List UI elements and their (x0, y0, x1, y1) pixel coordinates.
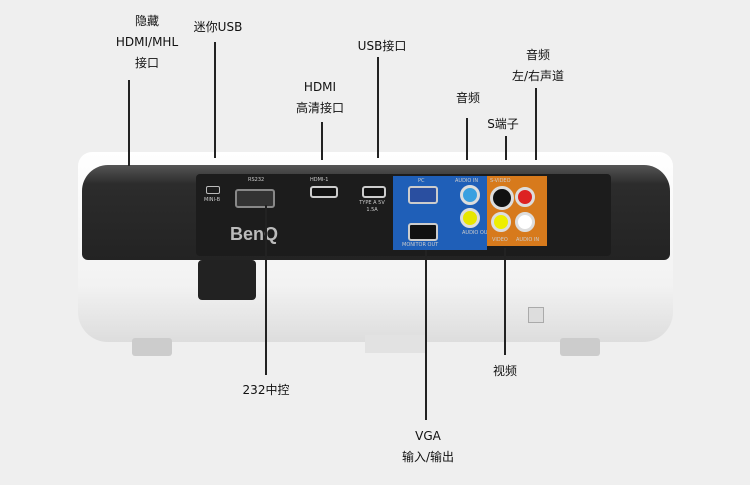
audio-lr-label: 音频 左/右声道 (512, 45, 564, 87)
audio-in-jack (460, 185, 480, 205)
video-text: VIDEO (492, 237, 508, 243)
s-video-port (490, 186, 514, 210)
label-line: VGA (415, 429, 441, 443)
left-foot (132, 338, 172, 356)
hdmi-port (310, 186, 338, 198)
mini-usb-port (206, 186, 220, 194)
video-jack (491, 212, 511, 232)
s-video-text: S-VIDEO (490, 178, 511, 184)
callout-line (128, 80, 130, 166)
audio-out-jack (460, 208, 480, 228)
audio-l-jack (515, 212, 535, 232)
usb-port (362, 186, 386, 198)
rs232-label: 232中控 (242, 383, 290, 397)
monitor-out-text: MONITOR OUT (402, 242, 439, 248)
type-a-text: TYPE A 5V 1.5A (359, 200, 385, 213)
label-line: 输入/输出 (401, 450, 455, 464)
callout-line (505, 136, 507, 160)
audio-label: 音频 (455, 91, 481, 105)
label-line: 接口 (134, 56, 160, 70)
rs232-text: RS232 (248, 177, 265, 183)
callout-line (535, 88, 537, 160)
callout-line (504, 248, 506, 355)
label-line: 左/右声道 (511, 69, 565, 83)
audio-r-jack (515, 187, 535, 207)
audio-in-text: AUDIO IN (455, 178, 479, 184)
vga-label: VGA 输入/输出 (402, 426, 454, 468)
s-video-label: S端子 (487, 117, 519, 131)
lock-slot (528, 307, 544, 323)
audio-in-lr-text: AUDIO IN (516, 237, 540, 243)
callout-line (466, 118, 468, 160)
brand-logo: BenQ (230, 224, 279, 244)
label-line: 音频 (525, 48, 551, 62)
vga-out-port (408, 223, 438, 241)
hdmi-text: HDMI-1 (310, 177, 329, 183)
callout-line (265, 205, 267, 375)
rs232-port (235, 189, 275, 208)
callout-line (377, 57, 379, 158)
label-line: HDMI/MHL (115, 35, 179, 49)
mini-b-text: MINI-B (204, 197, 221, 203)
callout-line (214, 42, 216, 158)
label-line: 隐藏 (134, 14, 160, 28)
usb-label: USB接口 (357, 39, 407, 53)
power-socket (198, 260, 256, 300)
label-line: 高清接口 (295, 101, 345, 115)
right-foot (560, 338, 600, 356)
callout-line (321, 122, 323, 160)
hdmi-label: HDMI 高清接口 (296, 77, 344, 119)
hidden-hdmi-label: 隐藏 HDMI/MHL 接口 (116, 11, 178, 74)
pc-text: PC (418, 178, 425, 184)
callout-line (425, 250, 427, 420)
video-label: 视频 (492, 364, 518, 378)
label-line: HDMI (303, 80, 337, 94)
vga-in-port (408, 186, 438, 204)
mini-usb-label: 迷你USB (193, 20, 243, 34)
center-foot (365, 335, 425, 353)
audio-out-text: AUDIO OUT (462, 230, 491, 236)
